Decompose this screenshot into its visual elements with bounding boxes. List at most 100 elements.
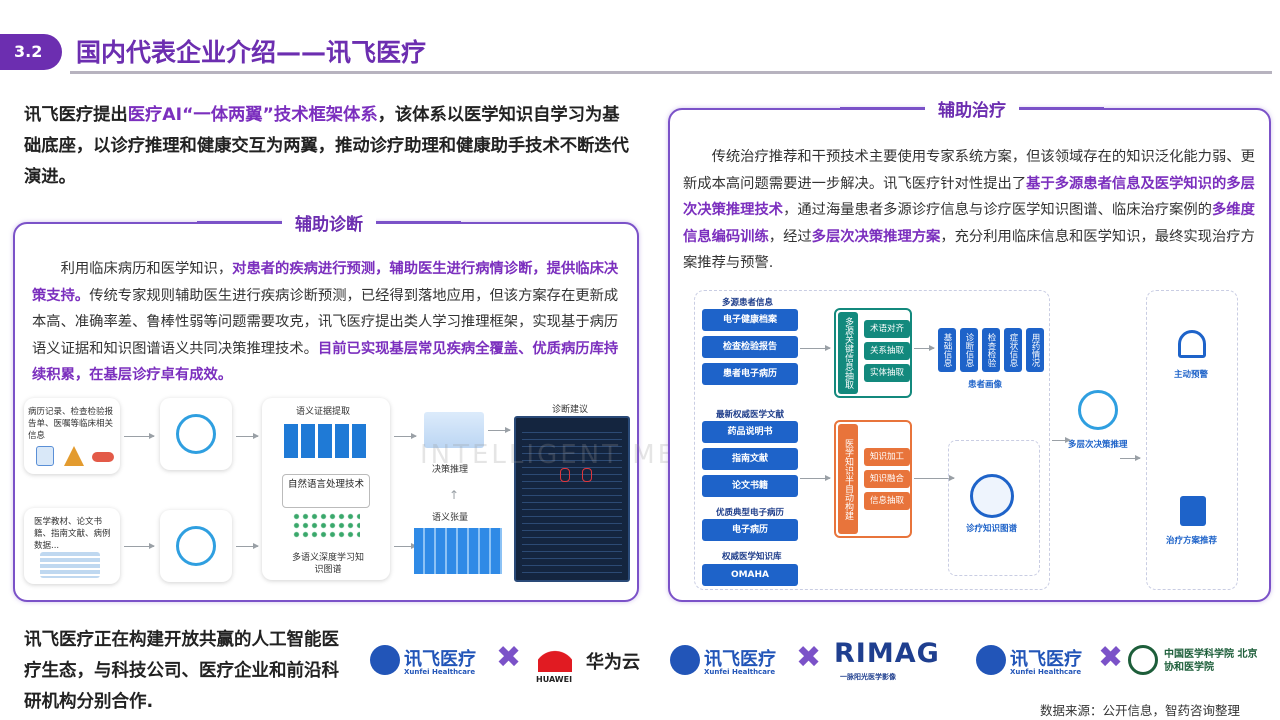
recommend-label: 治疗方案推荐 xyxy=(1166,536,1218,546)
up-arrow-icon: ↑ xyxy=(449,488,460,502)
kg-label: 多语义深度学习知识图谱 xyxy=(292,553,365,575)
rimag-logo-sub: 一脉阳光医学影像 xyxy=(840,673,896,681)
rimag-logo-text: RIMAG xyxy=(834,638,940,669)
alarm-icon xyxy=(1178,330,1206,358)
footer-paragraph: 讯飞医疗正在构建开放共赢的人工智能医疗生态，与科技公司、医疗企业和前沿科研机构分… xyxy=(24,630,339,712)
pumc-seal-icon xyxy=(1128,645,1158,675)
clipboard-icon xyxy=(1180,496,1206,526)
intro-highlight: 医疗AI“一体两翼”技术框架体系 xyxy=(127,105,378,125)
books-icon xyxy=(40,552,100,578)
kg-build-group: 医学知识半自动构建 知识加工 知识融合 信息抽取 xyxy=(834,420,912,538)
source-drug-label: 药品说明书 xyxy=(702,421,798,443)
data-source: 数据来源：公开信息，智药咨询整理 xyxy=(1040,703,1241,718)
huawei-logo-sub: HUAWEI xyxy=(536,675,573,684)
treat-text-1: 传统治疗推荐和干预技术主要使用专家系统方案，但该领域存在的知识泛化能力弱、更新成… xyxy=(683,149,1255,192)
huawei-cloud-text: 华为云 xyxy=(586,652,640,673)
treat-bold-2: 多维度信息编码训练 xyxy=(683,202,1255,245)
treatment-title: 辅助治疗 xyxy=(840,96,1104,121)
source-typical-emr: 电子病历 xyxy=(702,519,798,541)
lightbulb-icon xyxy=(176,414,216,454)
semantic-processing-card: 语义证据提取 自然语言处理技术 多语义深度学习知识图谱 xyxy=(262,398,390,580)
source-emr: 患者电子病历 xyxy=(702,363,798,385)
diagnosis-screen xyxy=(514,416,630,582)
flow-arrow xyxy=(124,543,155,549)
nlp-label: 自然语言处理技术 xyxy=(282,474,370,508)
treat-bold-1: 基于多源患者信息及医学知识的多层次决策推理技术 xyxy=(683,175,1255,219)
kg-frame xyxy=(948,440,1040,576)
diagnosis-title: 辅助诊断 xyxy=(197,210,461,235)
diag-bold-2: 目前已实现基层常见疾病全覆盖、优质病历库持续积累，在基层诊疗卓有成效。 xyxy=(32,340,619,384)
diag-text-2: 传统专家规则辅助医生进行疾病诊断预测，已经得到落地应用，但该方案存在更新成本高、… xyxy=(32,287,619,357)
cross-icon: ✖ xyxy=(1098,640,1124,675)
treat-text-3: ，经过 xyxy=(768,228,812,245)
screen-marker xyxy=(560,468,570,482)
intro-text-1: 讯飞医疗提出 xyxy=(24,105,128,125)
info-extraction: 信息抽取 xyxy=(864,492,910,510)
portrait-basic: 基础信息 xyxy=(938,328,956,372)
clinical-source-card: 病历记录、检查检验报告单、医嘱等临床相关信息 xyxy=(24,398,120,474)
treat-text-2: ，通过海量患者多源诊疗信息与诊疗医学知识图谱、临床治疗案例的 xyxy=(783,202,1212,218)
kb-label: 权威医学知识库 xyxy=(722,552,782,562)
source-ehr: 电子健康档案 xyxy=(702,309,798,331)
diagnosis-result-label: 诊断建议 xyxy=(552,405,589,415)
flow-arrow xyxy=(394,543,417,549)
diag-text-1: 利用临床病历和医学知识， xyxy=(60,261,233,277)
treat-text-4: ，充分利用临床信息和医学知识，最终实现治疗方案推荐与预警. xyxy=(683,228,1255,272)
treat-bold-3: 多层次决策推理方案 xyxy=(811,228,941,245)
term-alignment: 术语对齐 xyxy=(864,320,910,338)
warning-label: 主动预警 xyxy=(1174,370,1209,380)
flow-arrow xyxy=(124,433,155,439)
flow-arrow xyxy=(914,475,955,481)
portrait-symptom: 症状信息 xyxy=(1004,328,1022,372)
semantic-evidence-label: 语义证据提取 xyxy=(296,407,351,417)
insight-card xyxy=(160,398,232,470)
xunfei-logo-text: 讯飞医疗 xyxy=(1010,649,1082,670)
intro-paragraph: 讯飞医疗提出医疗AI“一体两翼”技术框架体系，该体系以医学知识自学习为基础底座，… xyxy=(24,100,634,193)
diagnosis-paragraph: 利用临床病历和医学知识，对患者的疾病进行预测，辅助医生进行病情诊断，提供临床决策… xyxy=(32,256,622,389)
semantic-blocks-icon xyxy=(284,424,368,458)
ai-brain-card xyxy=(160,510,232,582)
diag-bold-1: 对患者的疾病进行预测，辅助医生进行病情诊断，提供临床决策支持。 xyxy=(32,261,619,304)
xunfei-logo-icon xyxy=(670,645,700,675)
xunfei-logo-sub: Xunfei Healthcare xyxy=(404,668,476,676)
pill-icon xyxy=(92,452,114,462)
brain-gear-icon xyxy=(176,526,216,566)
huawei-logo-icon xyxy=(538,642,572,672)
source-papers: 论文书籍 xyxy=(702,475,798,497)
xunfei-logo-icon xyxy=(976,645,1006,675)
portrait-label: 患者画像 xyxy=(968,380,1003,390)
flow-arrow xyxy=(236,543,259,549)
report-icon xyxy=(36,446,54,466)
flow-arrow xyxy=(488,427,511,433)
title-divider xyxy=(70,71,1272,74)
intro-text-2: ，该体系以医学知识自学习为基础底座，以诊疗推理和健康交互为两翼，推动诊疗助理和健… xyxy=(24,105,629,187)
treatment-figure-frame xyxy=(694,290,1050,590)
xunfei-logo-sub: Xunfei Healthcare xyxy=(704,668,776,676)
treatment-paragraph: 传统治疗推荐和干预技术主要使用专家系统方案，但该领域存在的知识泛化能力弱、更新成… xyxy=(683,144,1260,277)
knowledge-graph-icon xyxy=(970,474,1014,518)
source-omaha: OMAHA xyxy=(702,564,798,586)
screen-rows xyxy=(522,426,622,576)
screen-marker xyxy=(582,468,592,482)
literature-label: 最新权威医学文献 xyxy=(716,410,785,420)
portrait-medication: 用药情况 xyxy=(1026,328,1044,372)
kg-caption: 诊疗知识图谱 xyxy=(966,524,1018,534)
entity-extraction: 实体抽取 xyxy=(864,364,910,382)
knowledge-graph-icon xyxy=(292,512,360,538)
emr-label: 优质典型电子病历 xyxy=(716,508,785,518)
knowledge-processing: 知识加工 xyxy=(864,448,910,466)
flow-arrow xyxy=(1052,437,1071,443)
cross-icon: ✖ xyxy=(796,640,822,675)
flow-arrow xyxy=(800,345,831,351)
portrait-exam: 检查检验 xyxy=(982,328,1000,372)
literature-source-label: 医学教材、论文书籍、指南文献、病例数据... xyxy=(34,517,111,551)
section-number: 3.2 xyxy=(0,34,62,70)
source-guideline: 指南文献 xyxy=(702,448,798,470)
tensor-label: 语义张量 xyxy=(432,513,469,523)
flow-arrow xyxy=(394,433,417,439)
flow-arrow xyxy=(236,433,259,439)
decision-screen-icon xyxy=(424,412,484,448)
flow-arrow xyxy=(914,345,935,351)
clinical-source-label: 病历记录、检查检验报告单、医嘱等临床相关信息 xyxy=(28,407,114,441)
relation-extraction: 关系抽取 xyxy=(864,342,910,360)
